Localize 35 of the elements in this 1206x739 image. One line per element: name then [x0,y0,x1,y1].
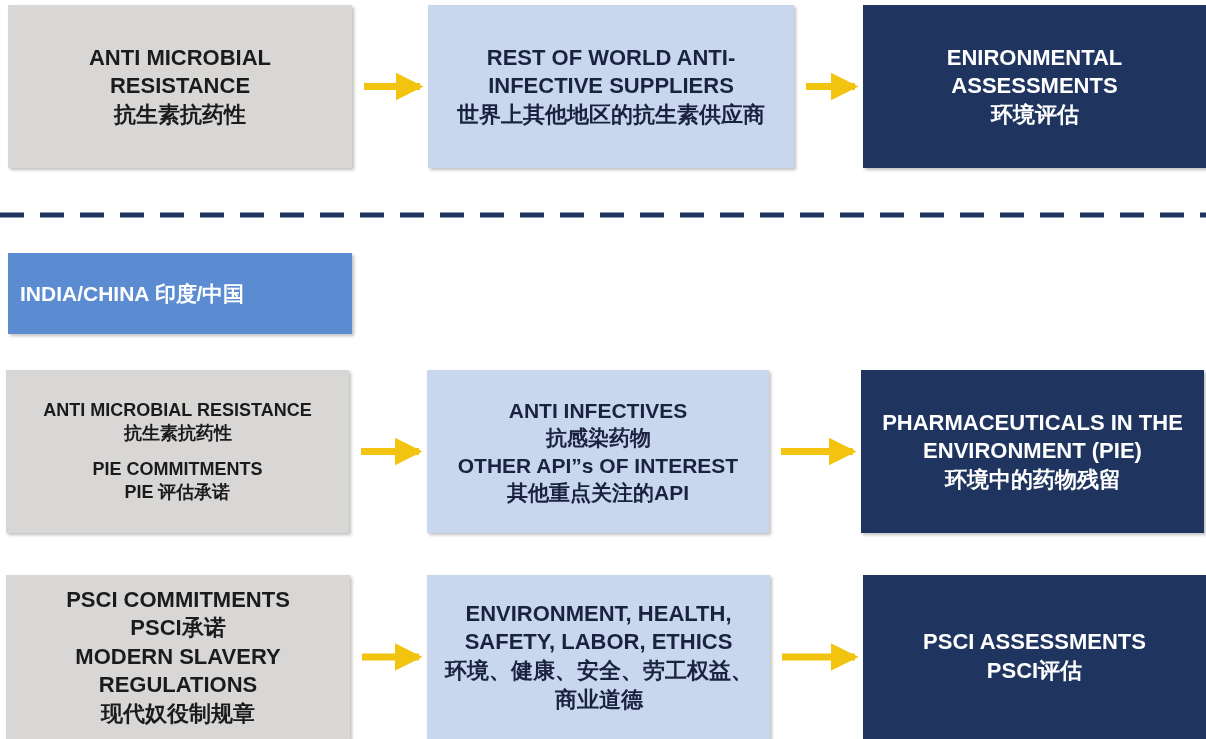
box-text: 抗生素抗药性 [114,100,246,129]
box-text: 抗感染药物 [545,425,651,452]
topic-box [6,370,349,533]
box-text: MODERN SLAVERY REGULATIONS [74,642,282,700]
box-text: 世界上其他地区的抗生素供应商 [457,100,765,129]
scope-box [428,5,794,168]
box-text: 抗生素抗药性 [123,422,232,446]
box-text: REST OF WORLD ANTI-INFECTIVE SUPPLIERS [485,43,737,101]
scope-box [427,370,769,533]
assessment-box [863,5,1206,168]
box-text: 现代奴役制规章 [101,699,255,728]
assessment-box [861,370,1204,533]
box-text: 其他重点关注的API [507,479,689,506]
box-text: PSCI COMMITMENTS [66,585,290,614]
box-text: 环境中的药物残留 [944,465,1121,494]
region-box [8,253,352,334]
box-text: PSCI ASSESSMENTS [923,628,1146,657]
box-text: PHARMACEUTICALS IN THE ENVIRONMENT (PIE) [881,408,1184,466]
box-text: PSCI评估 [986,657,1083,685]
scope-box [427,575,770,739]
box-text: ANTI MICROBIAL RESISTANCE [87,43,273,101]
box-text: ENVIRONMENT, HEALTH, SAFETY, LABOR, ETHICS [463,599,734,657]
box-text: PSCI承诺 [130,614,226,643]
box-text: 环境、健康、安全、劳工权益、商业道德 [443,657,754,714]
box-text: ANTI INFECTIVES [508,397,688,424]
assessment-box [863,575,1206,739]
box-text: PIE 评估承诺 [124,480,231,504]
box-text: ENIRONMENTAL ASSESSMENTS [945,43,1124,101]
box-text: OTHER API”s OF INTEREST [457,452,739,479]
box-text: PIE COMMITMENTS [92,457,263,481]
box-text: 环境评估 [990,100,1079,129]
box-text: INDIA/CHINA 印度/中国 [20,280,245,307]
topic-box [6,575,350,739]
topic-box [8,5,352,168]
box-text: ANTI MICROBIAL RESISTANCE [43,398,312,422]
